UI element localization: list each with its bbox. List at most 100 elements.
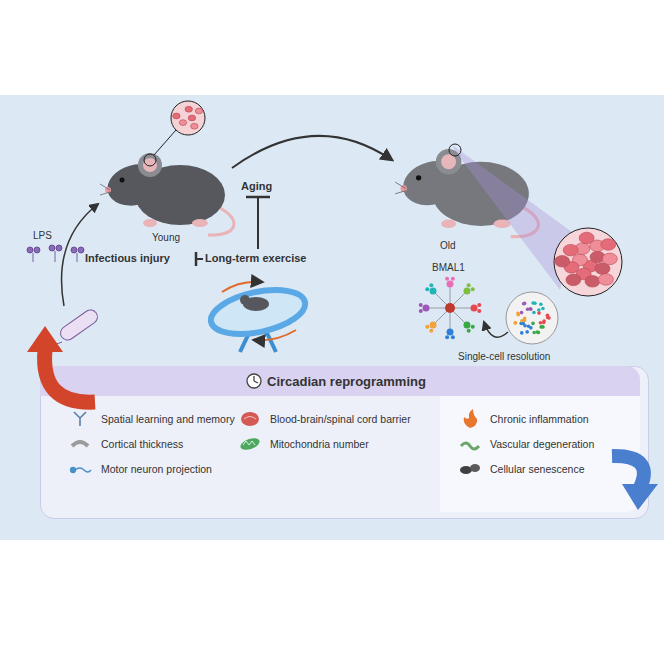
cell-cluster xyxy=(185,106,192,112)
old-zoom xyxy=(452,145,572,290)
clock-icon xyxy=(247,374,261,388)
cell-cluster xyxy=(173,113,180,119)
single-cell-map xyxy=(520,311,524,315)
cortex-icon xyxy=(72,442,88,446)
outcome-item: Cortical thickness xyxy=(101,438,183,451)
senescent-cell-icon xyxy=(460,466,472,474)
single-cell-map xyxy=(529,307,533,311)
outcome-item: Cellular senescence xyxy=(490,463,585,476)
cell-cluster xyxy=(173,106,203,129)
gene-network xyxy=(419,277,482,340)
mitochondria-icon xyxy=(239,436,261,452)
bacterium xyxy=(36,307,100,344)
down-arrow xyxy=(622,484,658,510)
brain-icon xyxy=(241,412,259,426)
young-zoom xyxy=(144,101,205,166)
gene-network xyxy=(445,335,449,339)
gene-network xyxy=(430,321,437,328)
cell-cluster xyxy=(566,274,581,286)
single-cell-map xyxy=(525,330,529,334)
cell-cluster xyxy=(585,276,600,288)
background-band xyxy=(0,95,664,540)
single-cell-map xyxy=(532,311,536,315)
gene-network xyxy=(477,309,481,313)
running-wheel xyxy=(240,295,250,305)
figure-label: Single-cell resolution xyxy=(458,351,550,363)
old-zoom xyxy=(554,228,622,296)
outcome-panel: Circadian reprogrammingSpatial learning … xyxy=(40,366,649,519)
single-cell-map xyxy=(531,322,535,326)
inhibition-infection xyxy=(196,252,203,266)
single-cell-map xyxy=(541,325,545,329)
gene-network xyxy=(477,303,481,307)
up-arrow xyxy=(45,350,95,402)
lps-molecules xyxy=(33,253,34,262)
cell-cluster xyxy=(555,232,618,287)
old-zoom xyxy=(449,144,622,296)
inhibition-aging xyxy=(257,197,259,249)
outcome-item: Chronic inflammation xyxy=(490,413,589,426)
clock-icon xyxy=(247,374,261,388)
gene-network xyxy=(447,281,454,288)
single-cell-map xyxy=(537,331,541,335)
gene-network xyxy=(471,287,475,291)
single-cell-map xyxy=(523,319,527,323)
panel-heading: Circadian reprogramming xyxy=(267,374,426,390)
gene-network xyxy=(419,303,423,307)
gene-network xyxy=(451,277,455,281)
young-zoom xyxy=(144,154,156,166)
up-arrow xyxy=(27,326,63,352)
figure-label: Old xyxy=(440,240,456,252)
clock-icon xyxy=(253,376,254,381)
running-wheel xyxy=(207,282,309,341)
cell-cluster xyxy=(555,255,570,267)
brain-icon xyxy=(241,412,259,426)
motor-neuron-icon xyxy=(75,468,91,472)
outcome-item: Blood-brain/spinal cord barrier xyxy=(270,413,411,426)
running-wheel xyxy=(254,330,296,340)
running-wheel xyxy=(222,282,262,292)
bacterium xyxy=(36,340,62,344)
gene-network xyxy=(467,329,471,333)
single-cell-map xyxy=(520,331,524,335)
gene-network xyxy=(445,303,455,313)
single-cell-map xyxy=(522,302,526,306)
gene-network xyxy=(471,325,475,329)
single-cell-map xyxy=(537,308,541,312)
vessel-icon xyxy=(461,443,479,449)
gene-network xyxy=(423,305,430,312)
lps-molecules xyxy=(27,245,84,262)
gene-network xyxy=(429,329,433,333)
fire-icon xyxy=(464,409,478,428)
lps-molecules xyxy=(34,247,40,253)
mitochondria-icon xyxy=(243,441,255,445)
cell-cluster xyxy=(563,244,578,256)
panel-header-band xyxy=(40,366,640,396)
single-cell-map xyxy=(546,316,550,320)
single-cell-map xyxy=(514,321,518,325)
gene-network xyxy=(447,329,454,336)
figure-label: Aging xyxy=(241,180,272,193)
lps-molecules xyxy=(77,253,78,262)
cell-cluster xyxy=(188,115,195,121)
single-cell-map xyxy=(513,301,550,335)
single-cell-map xyxy=(506,292,558,344)
mitochondria-icon xyxy=(239,436,261,452)
gene-network xyxy=(463,321,470,328)
gene-network xyxy=(451,335,455,339)
vessel-icon xyxy=(461,443,479,449)
down-arrow xyxy=(612,456,644,488)
cell-cluster xyxy=(602,253,617,265)
single-cell-map xyxy=(541,307,545,311)
cell-cluster xyxy=(579,232,594,244)
gene-network xyxy=(463,288,470,295)
lps-molecules xyxy=(27,247,33,253)
fire-icon xyxy=(464,409,478,428)
young-zoom xyxy=(171,101,205,135)
single-cell-map xyxy=(539,302,543,306)
